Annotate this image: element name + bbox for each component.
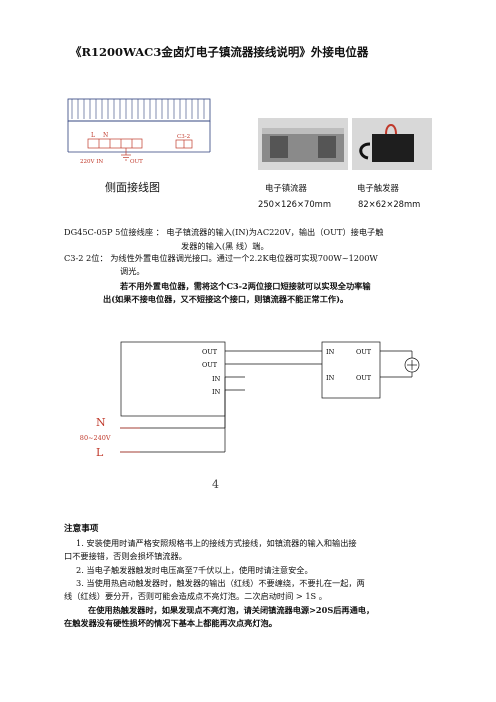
page-number: 4 [212, 478, 219, 491]
lamp-symbol [404, 357, 420, 373]
igniter-illustration [359, 124, 414, 162]
igniter-dimensions: 82×62×28mm [358, 199, 421, 209]
document-title: 《R1200WAC3金卤灯电子镇流器接线说明》外接电位器 [70, 45, 369, 59]
ballast-caption: 电子镇流器 [265, 183, 307, 193]
c3-description-line2: 调光。 [120, 266, 145, 276]
ballast-illustration [262, 128, 344, 162]
ballast-in2-label: IN [212, 388, 221, 396]
label-N: N [103, 132, 108, 139]
igniter-box [321, 341, 381, 399]
terminal-block [87, 138, 193, 149]
note-1-line1: 1. 安装使用时请严格安照规格书上的接线方式接线，如镇流器的输入和输出接 [76, 538, 357, 548]
ballast-outline [67, 98, 211, 153]
note-2: 2. 当电子触发器触发时电压高至7千伏以上，使用时请注意安全。 [76, 565, 313, 575]
warning-line2: 出(如果不接电位器，又不短接这个接口，则镇流器不能正常工作)。 [103, 294, 349, 304]
ballast-out2-label: OUT [202, 361, 218, 369]
label-in: 220V IN [80, 159, 103, 165]
ballast-out1-label: OUT [202, 348, 218, 356]
label-c3: C3-2 [177, 134, 190, 140]
note-4-line2: 在触发器没有硬性损坏的情况下基本上都能再次点亮灯泡。 [64, 618, 277, 628]
note-4-line1: 在使用热触发器时，如果发现点不亮灯泡，请关闭镇流器电源>20S后再通电， [88, 605, 375, 615]
side-diagram-caption: 侧面接线图 [105, 181, 160, 194]
label-out: OUT [130, 159, 143, 165]
ballast-dimensions: 250×126×70mm [258, 199, 331, 209]
ac-voltage-label: AC180~240V [80, 434, 111, 442]
live-label: L [96, 446, 104, 459]
igniter-out2-label: OUT [356, 374, 372, 382]
igniter-caption: 电子触发器 [357, 183, 399, 193]
igniter-photo [352, 118, 432, 170]
neutral-label: N [96, 416, 106, 429]
schematic-lines [120, 341, 420, 453]
label-L: L [91, 132, 95, 139]
igniter-in1-label: IN [326, 348, 335, 356]
dg-description-line2: 发器的输入(黑 线）端。 [181, 241, 269, 251]
c3-description-line1: C3-2 2位： 为线性外置电位器调光接口。通过一个2.2K电位器可实现700W… [64, 253, 378, 263]
note-3-line1: 3. 当使用热启动触发器时，触发器的输出（红线）不要缠绕，不要扎在一起，两 [76, 578, 365, 588]
dg-description-line1: DG45C-05P 5位接线座 ： 电子镇流器的输入(IN)为AC220V，输出… [64, 227, 384, 237]
warning-line1: 若不用外置电位器，需将这个C3-2两位接口短接就可以实现全功率输 [120, 281, 371, 291]
notes-title: 注意事项 [64, 524, 99, 534]
mains-wires [120, 427, 140, 453]
note-1-line2: 口不要接错，否则会损坏镇流器。 [64, 551, 187, 561]
igniter-out1-label: OUT [356, 348, 372, 356]
wiring-schematic: OUT OUT IN IN IN IN OUT OUT N L AC180~24… [80, 341, 420, 459]
cooling-fins [71, 99, 205, 119]
ballast-in1-label: IN [212, 375, 221, 383]
side-wiring-diagram: L N C3-2 220V IN OUT [67, 98, 211, 165]
igniter-in2-label: IN [326, 374, 335, 382]
note-3-line2: 线（红线）要分开，否则可能会造成点不亮灯泡。二次启动时间 > 1S 。 [64, 591, 327, 601]
ground-symbol [121, 148, 131, 161]
ballast-photo [258, 118, 348, 170]
